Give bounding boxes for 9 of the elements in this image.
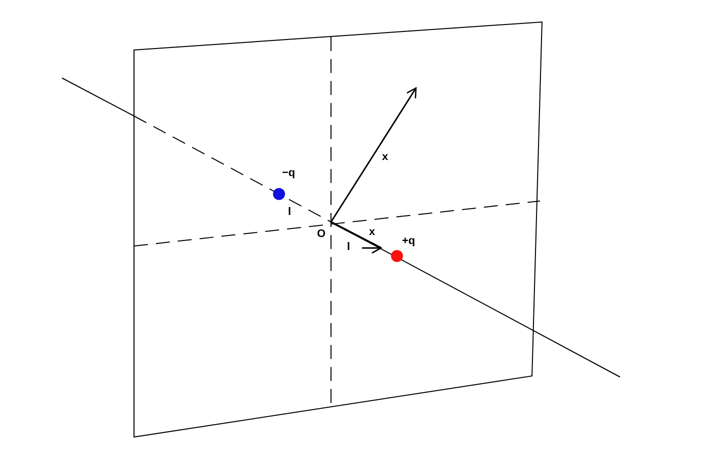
symbol-label: l	[347, 242, 350, 253]
charge-dot	[273, 188, 285, 200]
symbol-label: l	[288, 207, 292, 218]
symbol-label: O	[317, 229, 326, 240]
charge-label: +q	[402, 236, 416, 247]
charge-label: −q	[282, 168, 296, 179]
symbol-label: x	[369, 227, 376, 238]
symbol-label: x	[382, 152, 388, 163]
charge-dot	[391, 250, 403, 262]
